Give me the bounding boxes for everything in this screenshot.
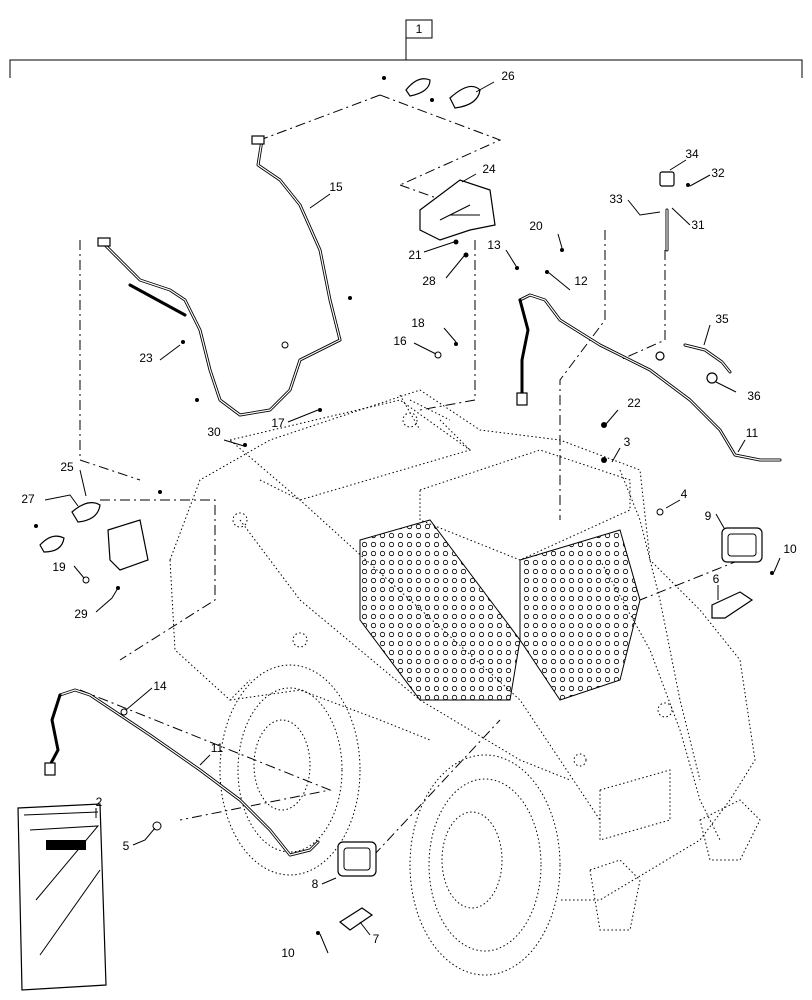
- operators-manual-2: [17, 803, 107, 991]
- callout-36: 36: [747, 389, 761, 403]
- callout-17: 17: [271, 416, 285, 430]
- callout-13: 13: [487, 238, 501, 252]
- wire-harness-15: [97, 135, 342, 417]
- mount-bracket-7: [338, 907, 374, 931]
- callout-15: 15: [329, 180, 343, 194]
- work-light-8: [337, 841, 377, 877]
- callout-12: 12: [574, 274, 588, 288]
- callout-8: 8: [312, 877, 319, 891]
- callout-31: 31: [691, 218, 705, 232]
- small-fasteners: [34, 76, 774, 935]
- callout-27: 27: [21, 492, 35, 506]
- callout-20: 20: [529, 219, 543, 233]
- wire-harness-11-right: [516, 293, 782, 462]
- callout-leaders: [44, 81, 781, 954]
- callout-6: 6: [713, 572, 720, 586]
- work-light-9: [721, 527, 763, 563]
- callout-19: 19: [52, 560, 66, 574]
- callout-26: 26: [501, 69, 515, 83]
- callout-9: 9: [705, 509, 712, 523]
- kit-callout-number: 1: [416, 22, 423, 36]
- kit-bracket: 1: [9, 19, 803, 78]
- callout-22: 22: [627, 396, 641, 410]
- callout-numbers: 2 3 4 5 6 7 8 9 10 10 11 11 12 13 14 15 …: [21, 69, 797, 960]
- callout-3: 3: [624, 435, 631, 449]
- callout-2: 2: [96, 795, 103, 809]
- bracket-left: [107, 519, 149, 571]
- switch-34: [659, 171, 675, 252]
- callout-32: 32: [711, 166, 725, 180]
- callout-30: 30: [207, 425, 221, 439]
- callout-16: 16: [393, 334, 407, 348]
- callout-34: 34: [685, 147, 699, 161]
- harness-35: [655, 343, 732, 384]
- callout-25: 25: [60, 460, 74, 474]
- callout-10-right: 10: [783, 542, 797, 556]
- callout-23: 23: [139, 351, 153, 365]
- lamp-25: [39, 502, 101, 553]
- callout-21: 21: [408, 248, 422, 262]
- callout-28: 28: [422, 274, 436, 288]
- skid-steer-loader-outline: [169, 389, 761, 976]
- callout-7: 7: [373, 932, 380, 946]
- callout-10-bottom: 10: [281, 946, 295, 960]
- callout-14: 14: [153, 679, 167, 693]
- kit-callout-box: [405, 19, 433, 39]
- lamp-26: [405, 78, 481, 109]
- callout-11-right: 11: [746, 426, 759, 440]
- callout-18: 18: [411, 316, 425, 330]
- callout-29: 29: [74, 607, 88, 621]
- mount-bracket-6: [711, 591, 754, 619]
- callout-5: 5: [123, 839, 130, 853]
- callout-4: 4: [681, 487, 688, 501]
- assembly-leader-lines: [79, 94, 741, 871]
- callout-11-left: 11: [211, 741, 224, 755]
- callout-33: 33: [609, 192, 623, 206]
- wire-harness-11-left: [44, 688, 320, 857]
- bracket-24: [419, 179, 496, 241]
- callout-24: 24: [482, 162, 496, 176]
- callout-35: 35: [715, 312, 729, 326]
